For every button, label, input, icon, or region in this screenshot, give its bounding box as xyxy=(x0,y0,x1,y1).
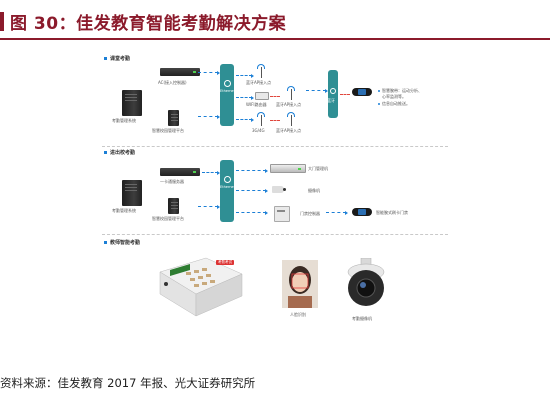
camera-label: 摄像机 xyxy=(308,188,320,193)
smart-wristband-icon xyxy=(352,208,372,216)
bluetooth-ap-icon xyxy=(286,86,296,100)
figure-title: 图 30：佳发教育智能考勤解决方案 xyxy=(10,14,287,34)
network-logo-icon xyxy=(223,80,231,87)
link-arrow xyxy=(236,95,254,100)
page-header: 图 30：佳发教育智能考勤解决方案 xyxy=(0,0,550,40)
link-arrow xyxy=(202,170,220,175)
attendance-system-label: 考勤管理系统 xyxy=(112,208,136,213)
gate-terminal-label: 大门管理机 xyxy=(308,166,328,171)
attendance-system-label: 考勤管理系统 xyxy=(112,118,136,123)
section-classroom-attendance-label: 课堂考勤 xyxy=(104,56,130,62)
access-controller-icon xyxy=(160,68,200,76)
link-arrow xyxy=(198,114,220,119)
access-controller-device-icon xyxy=(274,206,290,222)
bluetooth-ap-icon xyxy=(256,64,266,78)
dome-camera-drawing xyxy=(347,257,385,306)
bluetooth-ap-label-1: 蓝牙AP接入点 xyxy=(246,80,272,85)
network-logo-icon xyxy=(223,176,231,183)
link-arrow xyxy=(236,73,254,78)
bluetooth-reader xyxy=(328,70,338,118)
ethernet-label: Ethernet xyxy=(220,185,236,189)
wifi-router-icon xyxy=(255,92,269,100)
campus-platform-label: 智慧校园管理平台 xyxy=(152,128,184,133)
campus-platform-server-icon xyxy=(168,110,179,126)
face-recognition-photo xyxy=(282,260,318,308)
bluetooth-ap-icon xyxy=(286,112,296,126)
ethernet-hub: Ethernet xyxy=(220,160,236,222)
attendance-solution-diagram: 课堂考勤 考勤管理系统 AC(接入控制器) 智慧校园管理平台 Ethernet … xyxy=(90,50,460,370)
classroom-drawing xyxy=(159,257,243,317)
link-arrow xyxy=(198,204,220,209)
smart-wristband-icon xyxy=(352,88,372,96)
wireless-link xyxy=(270,120,280,121)
wireless-link xyxy=(270,96,280,97)
link-arrow xyxy=(326,210,348,215)
camera-icon xyxy=(272,186,286,193)
cellular-label: 3G/4G xyxy=(252,128,265,133)
link-arrow xyxy=(236,188,268,193)
access-controller-label: 门禁控制器 xyxy=(300,211,320,216)
dome-camera-icon xyxy=(345,257,387,314)
access-controller-label: AC(接入控制器) xyxy=(158,80,187,85)
link-arrow xyxy=(198,70,220,75)
ethernet-hub: Ethernet xyxy=(220,64,236,126)
server-tower-icon xyxy=(122,90,142,116)
ethernet-label: Ethernet xyxy=(220,89,236,93)
section-divider xyxy=(102,234,448,235)
dome-camera-caption: 考勤摄像机 xyxy=(352,316,372,321)
card-server-label: 一卡通服务器 xyxy=(160,179,184,184)
bluetooth-ap-label-2: 蓝牙AP接入点 xyxy=(276,102,302,107)
section-divider xyxy=(102,146,448,147)
bullet-dot xyxy=(378,90,380,92)
header-accent-bar xyxy=(0,12,4,31)
link-arrow xyxy=(236,210,268,215)
campus-platform-label: 智慧校园管理平台 xyxy=(152,216,184,221)
cellular-antenna-icon xyxy=(256,112,266,126)
bluetooth-icon xyxy=(330,88,336,94)
wifi-router-label: WIFI路由器 xyxy=(246,102,267,107)
classroom-banner: 考勤考试 xyxy=(218,260,232,264)
source-note: 资料来源：佳发教育 2017 年报、光大证券研究所 xyxy=(0,376,256,390)
link-arrow xyxy=(236,117,254,122)
link-arrow xyxy=(236,168,268,173)
face-portrait-drawing xyxy=(282,260,318,308)
gate-terminal-icon xyxy=(270,164,306,173)
band-feature-3: 信息自动推送。 xyxy=(382,101,410,106)
bullet-dot xyxy=(378,103,380,105)
band-feature-1: 智慧腕带：运动分析、 xyxy=(382,88,422,93)
wireless-link xyxy=(340,94,350,95)
band-feature-2: 心率监测等。 xyxy=(382,94,406,99)
server-tower-icon xyxy=(122,180,142,206)
face-recognition-caption: 人脸识别 xyxy=(290,312,306,317)
card-server-icon xyxy=(160,168,200,176)
link-arrow xyxy=(306,88,328,93)
wristband-note: 智能腕式刷卡门禁 xyxy=(376,210,408,215)
bluetooth-ap-label-3: 蓝牙AP接入点 xyxy=(276,128,302,133)
bluetooth-reader-label: 蓝牙 xyxy=(327,98,335,103)
section-campus-gate-label: 进出校考勤 xyxy=(104,150,135,156)
section-teacher-attendance-label: 教师智能考勤 xyxy=(104,240,140,246)
header-divider xyxy=(0,38,550,40)
classroom-illustration: 考勤考试 xyxy=(156,254,246,318)
campus-platform-server-icon xyxy=(168,198,179,214)
